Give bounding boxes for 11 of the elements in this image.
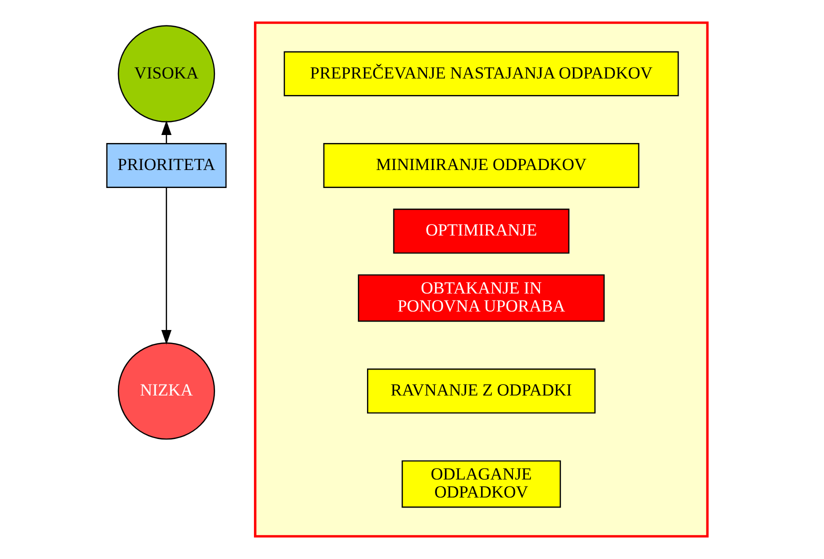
cluster	[254, 21, 709, 538]
node-box: PRIORITETA	[106, 143, 227, 188]
arrow	[161, 188, 172, 345]
node-circle: NIZKA	[118, 342, 216, 440]
node-box: ODLAGANJE ODPADKOV	[402, 460, 561, 508]
node-box: PREPREČEVANJE NASTAJANJA ODPADKOV	[284, 51, 679, 96]
node-box: MINIMIRANJE ODPADKOV	[323, 143, 640, 188]
node-box: OBTAKANJE IN PONOVNA UPORABA	[358, 274, 605, 322]
node-box: OPTIMIRANJE	[393, 208, 570, 254]
node-box: RAVNANJE Z ODPADKI	[367, 368, 596, 414]
node-circle: VISOKA	[118, 25, 216, 122]
